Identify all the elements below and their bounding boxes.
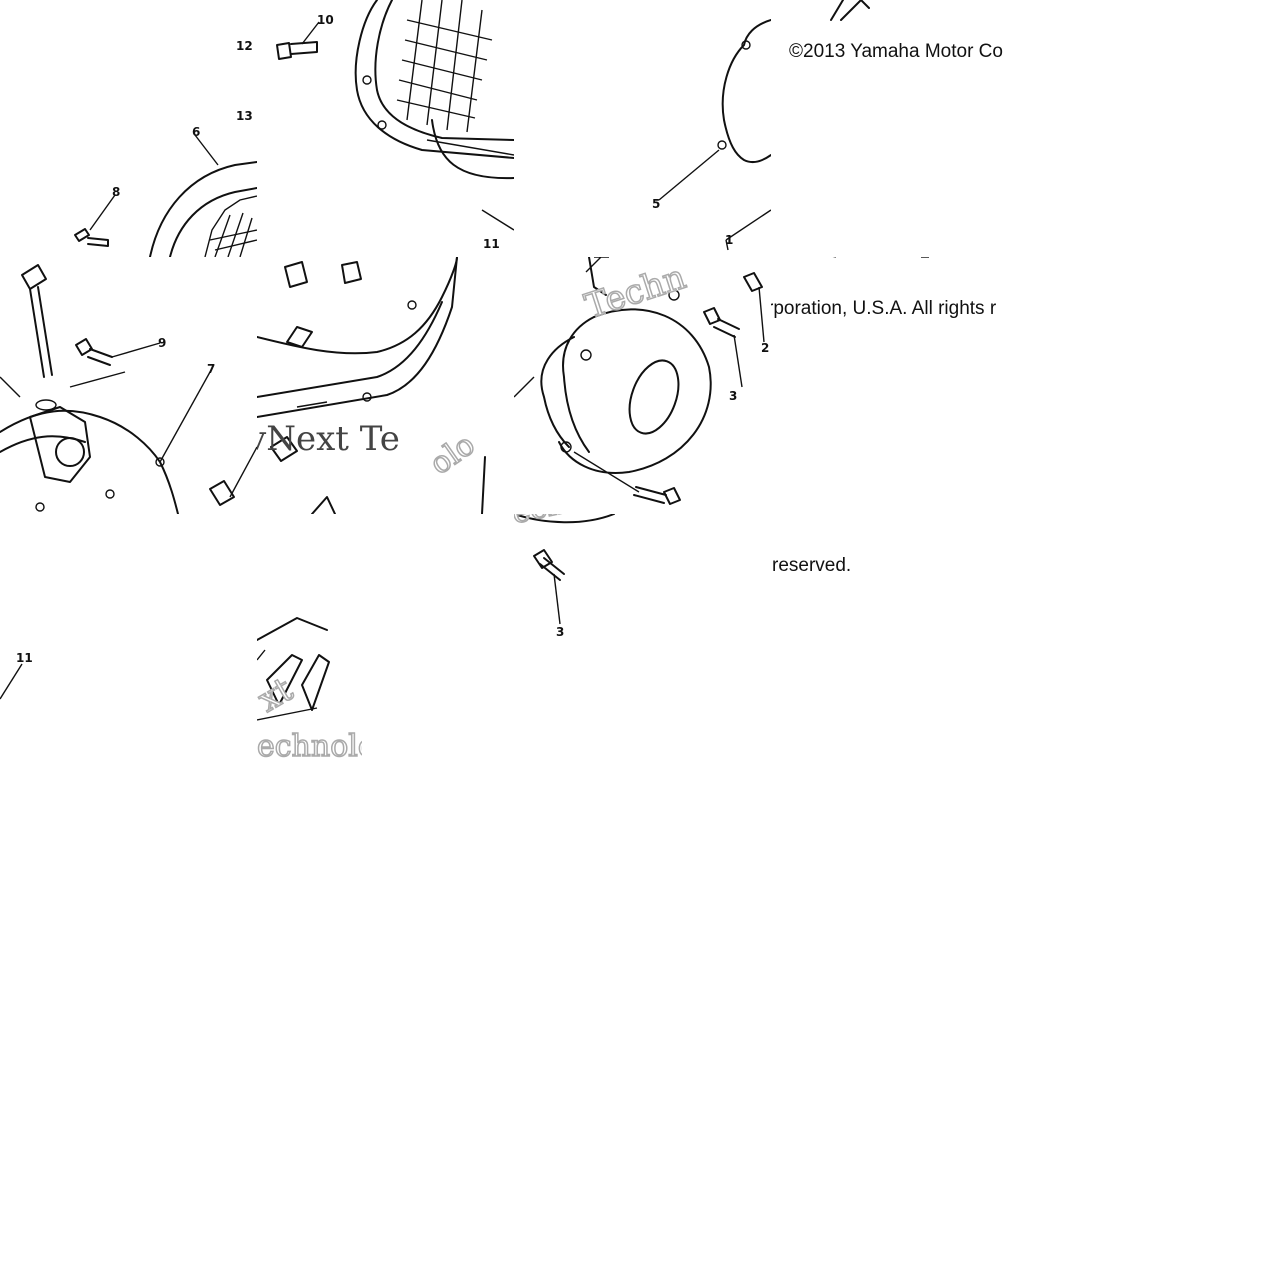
gasket-drawing [658,19,771,251]
cover-fragment-drawing [257,617,330,721]
diagram-tile-middle-right: 4 rporation, U.S.A. All rights r [771,257,1028,514]
diagram-tile-lower-small: echnolo xt [257,600,362,771]
flywheel-cover-drawing [514,257,765,505]
watermark-text-d: echnolo [257,729,362,764]
diagram-tile-center-right: Techn 3 2 [514,257,771,514]
callout-1: 1 [725,233,734,247]
lower-bolt-drawing [514,514,615,625]
diagram-tile-lower-left: 11 [0,514,257,771]
callout-2: 2 [761,341,770,355]
watermark-text-a: vNext Te [257,419,400,459]
callout-5: 5 [652,197,661,211]
gasket-edge-drawing [257,257,486,514]
callout-12: 12 [236,39,253,53]
copyright-text-1: ©2013 Yamaha Motor Co [789,41,1003,62]
diagram-tile-top-center-right: 5 1 [514,0,771,257]
callout-3-upper: 3 [729,389,738,403]
copyright-text-3: reserved. [772,555,852,576]
cover-drawing [74,134,257,257]
diagram-tile-middle-left: 9 7 [0,257,257,514]
corner-fragment [830,0,870,21]
callout-11-lower: 11 [16,651,33,665]
callout-3-lower: 3 [556,625,565,639]
callout-13: 13 [236,109,253,123]
diagram-tile-lower-center: Techno 3 reserved. [514,514,874,654]
callout-8: 8 [112,185,121,199]
grille-cover-drawing [276,0,514,231]
lead-line-fragment [0,663,23,700]
crankcase-cover-drawing [0,264,257,514]
arrow-fragment [832,257,929,258]
diagram-tile-top-left: 12 13 6 8 [0,0,257,257]
diagram-tile-top-right: ©2013 Yamaha Motor Co [771,0,1028,257]
callout-7: 7 [207,362,216,376]
copyright-text-2: rporation, U.S.A. All rights r [771,298,997,319]
diagram-tile-top-center-left: 10 11 [257,0,514,257]
callout-10: 10 [317,13,334,27]
diagram-tile-center-left: vNext Te [257,257,514,514]
callout-11-top: 11 [483,237,500,251]
callout-6: 6 [192,125,201,139]
callout-9: 9 [158,336,167,350]
